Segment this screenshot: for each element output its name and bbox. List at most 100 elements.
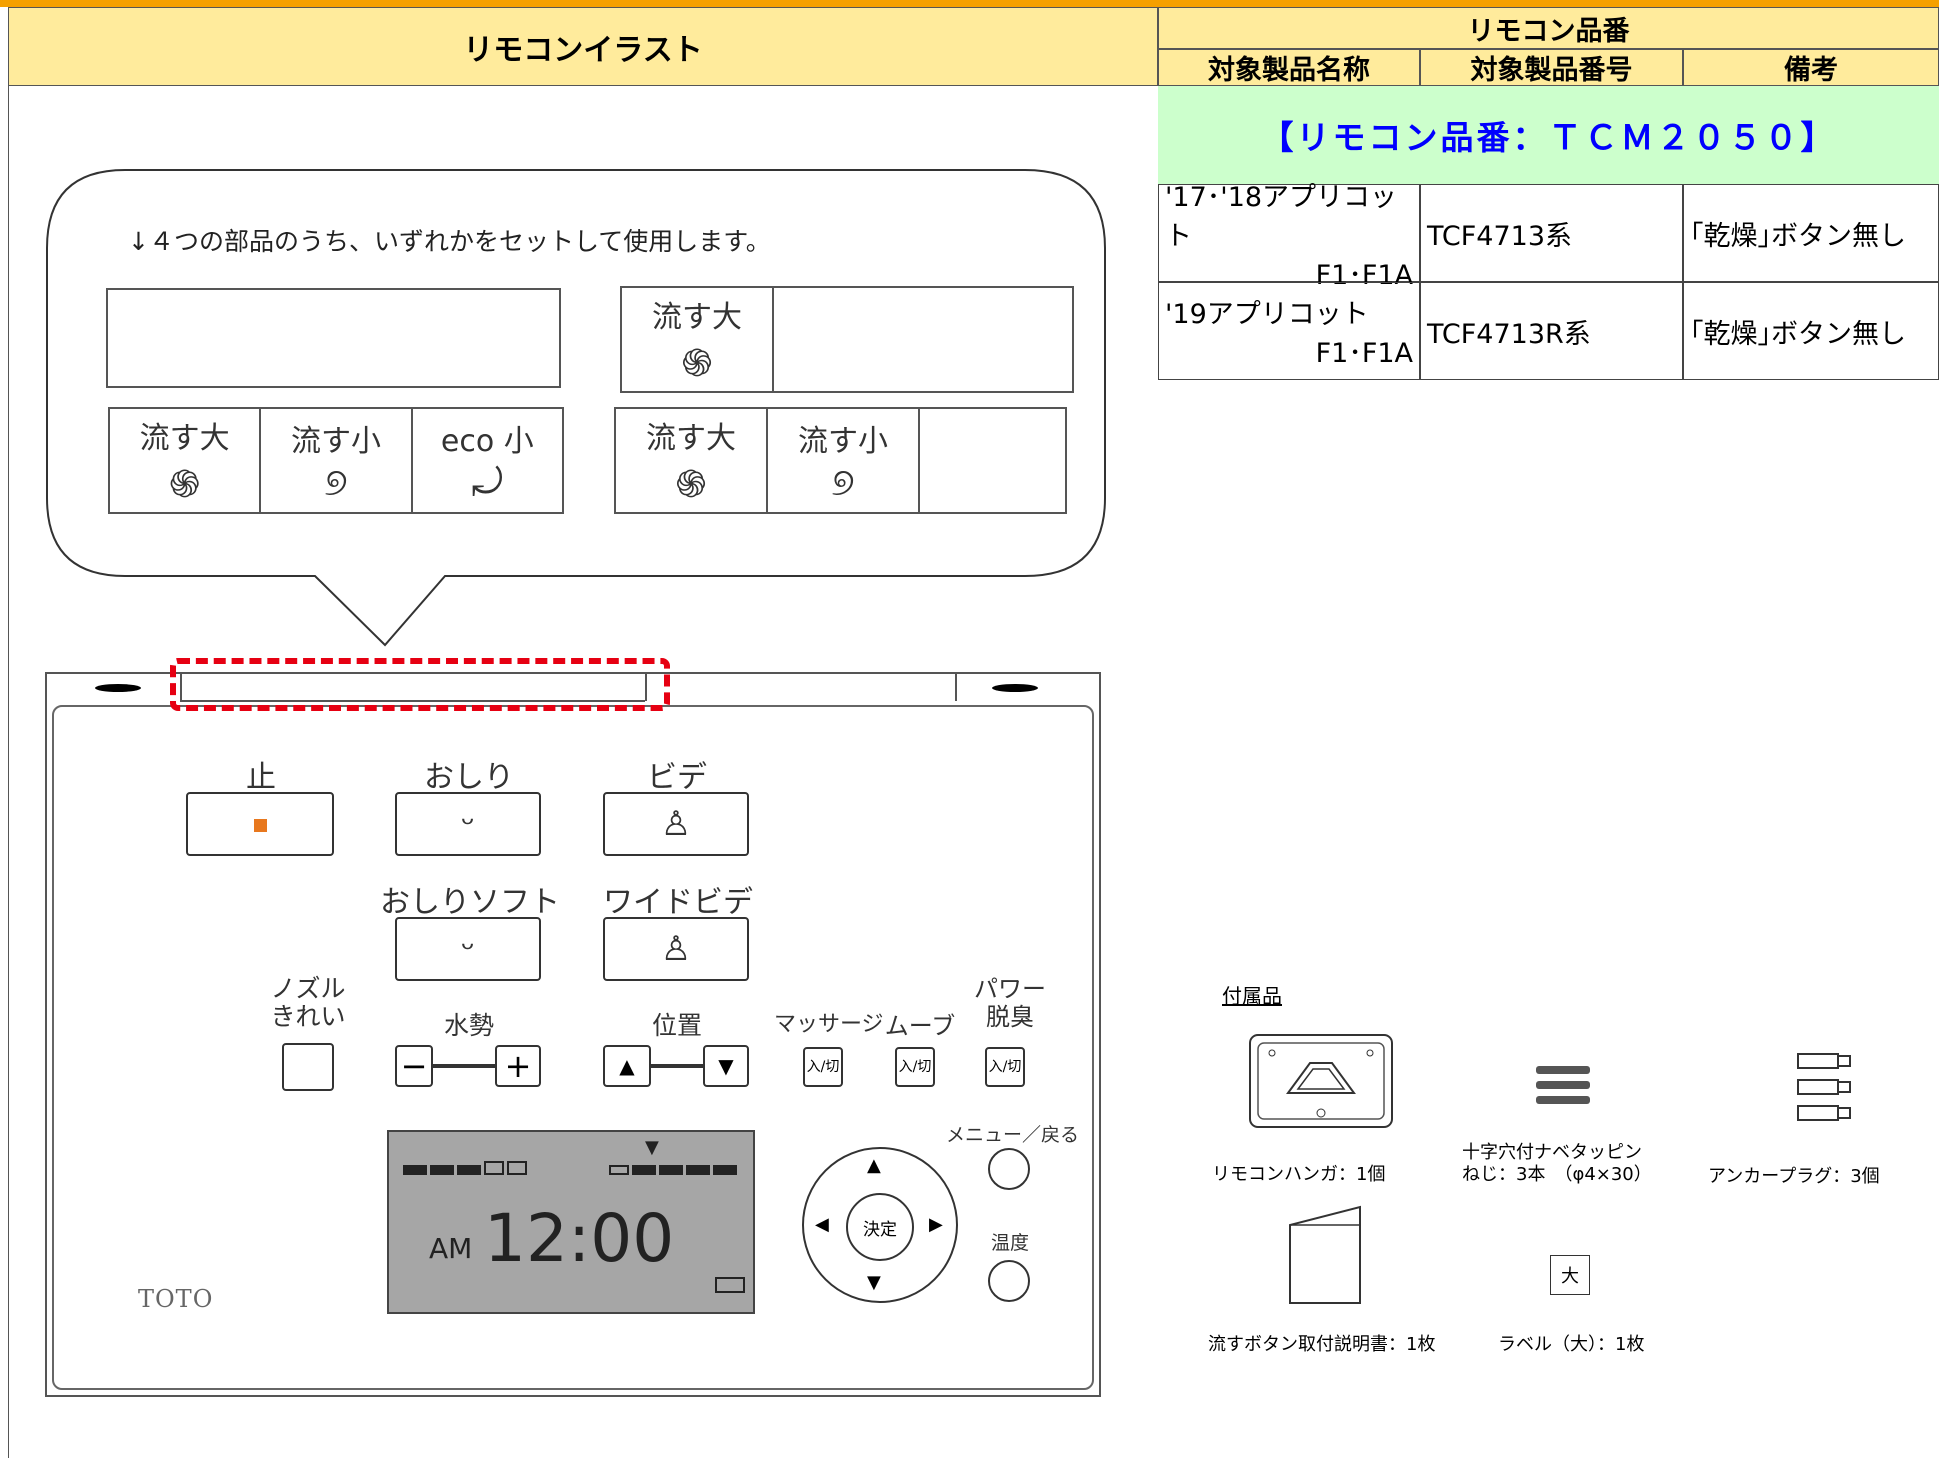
manual-image	[1289, 1205, 1361, 1304]
button-set-blank	[106, 288, 561, 388]
flush-large-label: 流す大	[139, 420, 230, 456]
slot-line	[180, 700, 645, 702]
button-set-large: 流す大 ֍	[620, 286, 1074, 393]
nozzle-clean-label: ノズルきれい	[270, 974, 346, 1031]
pressure-level-icon	[403, 1160, 527, 1179]
minus-icon: −	[400, 1047, 428, 1085]
stop-label: 止	[246, 760, 276, 795]
triangle-up-icon: ▲	[619, 1054, 635, 1078]
massage-button[interactable]: 入/切	[803, 1047, 843, 1087]
screws-image	[1536, 1066, 1590, 1104]
swirl-icon: ֍	[675, 461, 707, 506]
wide-bidet-button[interactable]: ♙	[603, 917, 749, 981]
anchor-plugs-image	[1797, 1053, 1851, 1121]
bidet-label: ビデ	[647, 760, 707, 795]
oshiri-soft-button[interactable]: ᵕ	[395, 917, 541, 981]
battery-icon	[715, 1277, 745, 1293]
flush-small-label: 流す小	[290, 424, 381, 459]
table-row-1-name: '17･'18アプリコット F1･F1A	[1158, 182, 1420, 291]
table-row-1-remarks: ｢乾燥｣ボタン無し	[1683, 184, 1939, 282]
table-row-2-number: TCF4713R系	[1420, 282, 1683, 380]
enter-button[interactable]: 決定	[846, 1193, 914, 1261]
eco-swirl-icon: ⤾	[471, 460, 504, 504]
top-band	[0, 0, 1939, 7]
dpad-down-icon[interactable]: ▼	[867, 1272, 881, 1293]
hanger-caption: リモコンハンガ：1個	[1212, 1164, 1386, 1185]
stop-button[interactable]	[186, 792, 334, 856]
table-row-2-remarks: ｢乾燥｣ボタン無し	[1683, 282, 1939, 380]
pressure-minus-button[interactable]: −	[395, 1045, 433, 1087]
position-bar	[651, 1064, 703, 1068]
label-caption: ラベル（大）：1枚	[1498, 1334, 1645, 1355]
move-button[interactable]: 入/切	[895, 1047, 935, 1087]
flush-large-label: 流す大	[652, 299, 742, 335]
plus-icon: +	[504, 1047, 532, 1085]
stop-indicator-icon	[254, 819, 267, 832]
slot-divider	[645, 673, 647, 701]
dpad[interactable]	[802, 1147, 958, 1303]
power-deodorize-label: パワー脱臭	[974, 975, 1046, 1031]
col-product-number: 対象製品番号	[1420, 49, 1683, 86]
remote-part-header: リモコン品番	[1158, 7, 1939, 49]
nozzle-clean-button[interactable]	[282, 1043, 334, 1091]
oshiri-button[interactable]: ᵕ	[395, 792, 541, 856]
triangle-down-icon: ▼	[718, 1054, 734, 1078]
lcd-display: ▼ AM 12:00	[387, 1130, 755, 1314]
button-set-two: 流す大 ֍ 流す小 ୭	[614, 407, 1067, 514]
oshiri-soft-icon: ᵕ	[460, 929, 476, 969]
pressure-bar	[433, 1064, 495, 1068]
manual-caption: 流すボタン取付説明書：1枚	[1208, 1334, 1436, 1355]
remote-hanger-image	[1249, 1034, 1393, 1128]
accessories-title: 付属品	[1222, 984, 1282, 1008]
toto-logo: TOTO	[138, 1285, 214, 1313]
temperature-button[interactable]	[988, 1260, 1030, 1302]
illustration-header: リモコンイラスト	[8, 7, 1158, 86]
wide-bidet-label: ワイドビデ	[603, 885, 753, 920]
slot-divider	[955, 673, 957, 701]
bidet-icon: ♙	[660, 804, 692, 844]
position-down-button[interactable]: ▼	[703, 1045, 749, 1087]
move-label: ムーブ	[884, 1012, 956, 1040]
slot-highlight	[170, 658, 670, 711]
slot-hole-right	[992, 684, 1038, 692]
button-set-three: 流す大 ֍ 流す小 ୭ eco 小 ⤾	[108, 407, 564, 514]
oshiri-soft-label: おしりソフト	[380, 885, 560, 920]
menu-label: メニュー／戻る	[946, 1124, 1080, 1146]
pressure-label: 水勢	[443, 1011, 494, 1040]
remote-model-banner: 【リモコン品番：ＴＣＭ２０５０】	[1158, 86, 1939, 184]
massage-label: マッサージ	[774, 1012, 884, 1037]
pressure-plus-button[interactable]: +	[495, 1045, 541, 1087]
clock-time: 12:00	[484, 1200, 675, 1277]
flush-small-label: 流す小	[798, 424, 888, 459]
col-product-name: 対象製品名称	[1158, 49, 1420, 86]
position-marker-icon: ▼	[645, 1137, 659, 1158]
power-deodorize-button[interactable]: 入/切	[985, 1047, 1025, 1087]
position-label: 位置	[651, 1011, 702, 1040]
dpad-right-icon[interactable]: ▶	[929, 1214, 943, 1235]
dpad-left-icon[interactable]: ◀	[815, 1214, 829, 1235]
oshiri-icon: ᵕ	[460, 804, 476, 844]
eco-small-label: eco 小	[440, 424, 534, 459]
position-level-icon	[609, 1160, 737, 1179]
swirl-icon: ֍	[681, 340, 713, 385]
bidet-button[interactable]: ♙	[603, 792, 749, 856]
left-border	[8, 86, 9, 1458]
swirl-small-icon: ୭	[831, 460, 855, 504]
callout-note: ↓４つの部品のうち、いずれかをセットして使用します。	[128, 227, 771, 256]
anchor-caption: アンカープラグ：3個	[1708, 1166, 1880, 1187]
table-row-1-number: TCF4713系	[1420, 184, 1683, 282]
screw-caption: 十字穴付ナベタッピンねじ：3本 （φ4×30）	[1462, 1142, 1652, 1185]
swirl-small-icon: ୭	[324, 460, 348, 504]
am-indicator: AM	[429, 1232, 473, 1265]
flush-large-label: 流す大	[646, 420, 736, 456]
dpad-up-icon[interactable]: ▲	[867, 1155, 881, 1176]
wide-bidet-icon: ♙	[660, 929, 692, 969]
slot-hole-left	[95, 684, 141, 692]
temperature-label: 温度	[990, 1232, 1029, 1254]
col-remarks: 備考	[1683, 49, 1939, 86]
swirl-icon: ֍	[169, 461, 201, 506]
position-up-button[interactable]: ▲	[603, 1045, 651, 1087]
slot-divider	[180, 673, 182, 701]
label-sticker-image: 大	[1550, 1255, 1590, 1295]
menu-button[interactable]	[988, 1148, 1030, 1190]
